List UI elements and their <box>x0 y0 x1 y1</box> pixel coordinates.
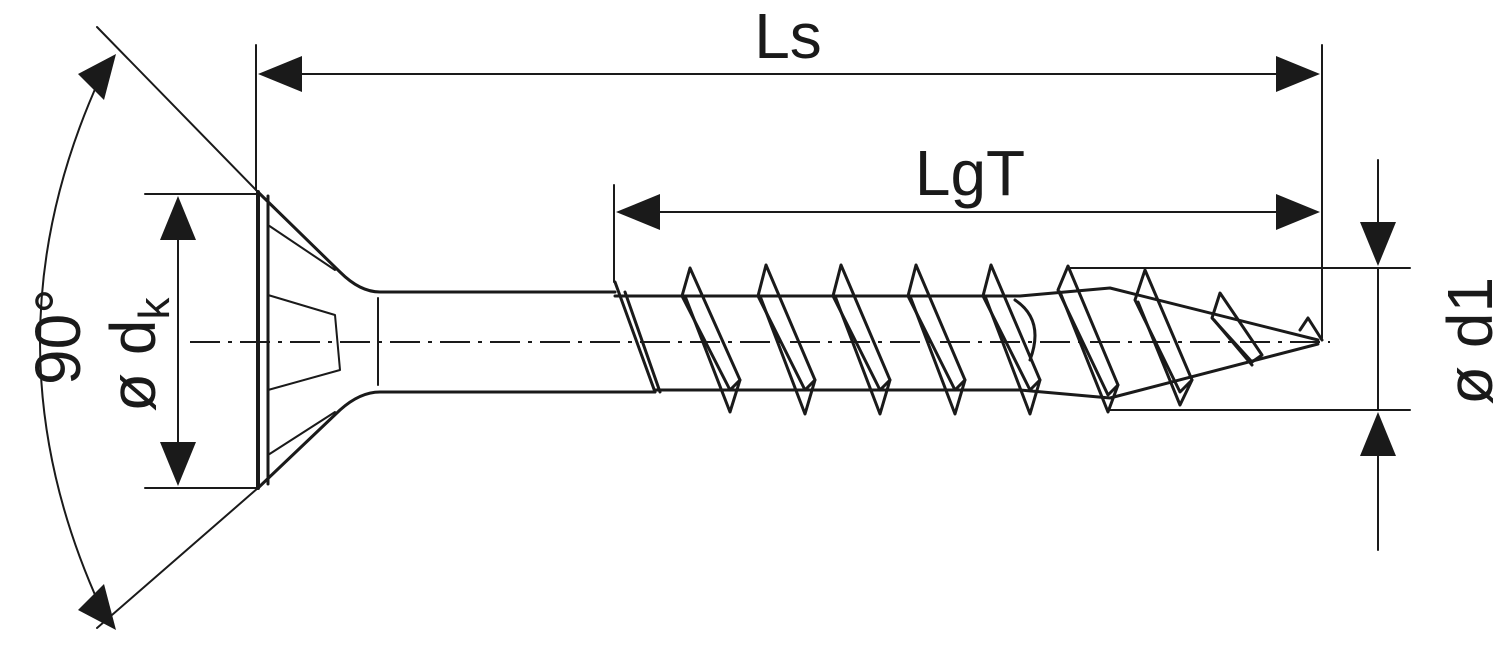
dimension-ls: Ls <box>258 0 1320 92</box>
dimension-lgt: LgT <box>616 137 1320 230</box>
dimension-dk: ø dk <box>97 196 196 486</box>
label-d1: ø d1 <box>1434 277 1500 405</box>
screw-head <box>256 190 657 490</box>
label-angle: 90° <box>22 288 94 385</box>
arrow-ls-left <box>258 56 302 92</box>
arrow-lgt-left <box>616 194 660 230</box>
thread-crest-6 <box>1056 264 1120 414</box>
label-dk-subscript: k <box>130 297 179 320</box>
dimension-angle: 90° <box>22 54 116 630</box>
arrow-dk-top <box>160 196 196 240</box>
dimension-d1: ø d1 <box>1360 159 1500 551</box>
screw-thread <box>613 263 1324 416</box>
head-rib-lower <box>267 411 336 456</box>
arrow-d1-top <box>1360 222 1396 266</box>
head-cone-lower <box>256 390 657 490</box>
head-rib-upper <box>267 224 336 271</box>
thread-lead-2 <box>623 290 662 394</box>
thread-crest-3 <box>831 263 892 416</box>
thread-crest-7 <box>1133 268 1194 407</box>
arrow-angle-top <box>78 54 116 100</box>
thread-lead-1 <box>613 280 657 394</box>
thread-core-lower <box>653 342 1320 400</box>
label-ls: Ls <box>754 0 822 72</box>
arrow-ls-right <box>1276 56 1320 92</box>
thread-crest-tip <box>1298 316 1324 342</box>
thread-crest-5 <box>981 263 1042 416</box>
label-lgt: LgT <box>915 137 1025 209</box>
thread-crest-8 <box>1210 291 1264 367</box>
arrow-dk-bottom <box>160 442 196 486</box>
arrow-angle-bottom <box>78 584 116 630</box>
thread-crest-1 <box>680 266 742 414</box>
label-dk-symbol: ø d <box>97 320 169 412</box>
ext-line-angle-lower <box>96 487 259 629</box>
head-cone-upper <box>256 190 617 294</box>
ext-line-angle-upper <box>96 26 259 193</box>
thread-notch <box>1013 298 1037 362</box>
label-dk: ø dk <box>97 297 179 412</box>
arrow-lgt-right <box>1276 194 1320 230</box>
arrow-d1-bottom <box>1360 412 1396 456</box>
thread-crest-4 <box>906 263 967 416</box>
drive-recess <box>267 294 341 391</box>
thread-crest-2 <box>756 263 817 416</box>
